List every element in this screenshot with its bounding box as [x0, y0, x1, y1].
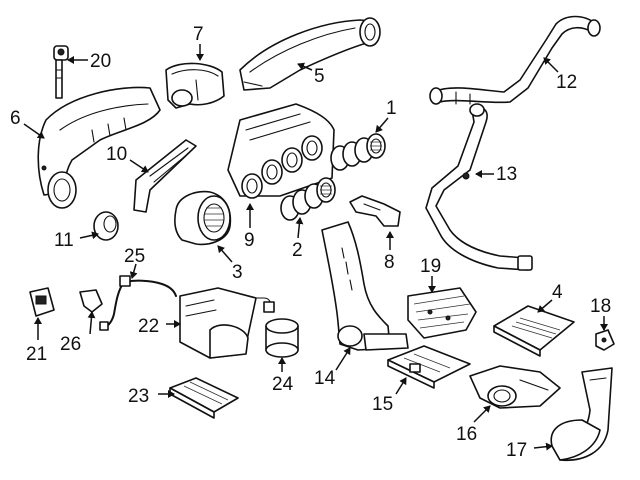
callout-12: 12	[556, 72, 577, 93]
leader-2	[295, 217, 304, 239]
callout-2: 2	[292, 240, 303, 261]
part-19-plate	[407, 287, 477, 339]
callout-20: 20	[90, 51, 111, 72]
part-13-hose	[425, 103, 533, 271]
callout-4: 4	[552, 282, 563, 303]
part-20-sensor	[53, 45, 69, 99]
part-9-vent-housing	[227, 103, 335, 199]
part-16-blower	[469, 365, 561, 409]
callout-15: 15	[372, 394, 393, 415]
leader-6	[23, 123, 45, 139]
part-5-duct	[239, 17, 381, 91]
callout-10: 10	[106, 144, 127, 165]
callout-7: 7	[193, 24, 204, 45]
callout-11: 11	[54, 230, 74, 251]
leader-25	[129, 263, 138, 279]
leader-1	[375, 117, 389, 133]
part-15-tray	[387, 345, 471, 389]
callout-16: 16	[456, 424, 477, 445]
callout-14: 14	[314, 368, 336, 389]
callout-5: 5	[314, 66, 325, 87]
part-21-connector	[29, 287, 55, 317]
callout-23: 23	[128, 386, 149, 407]
callout-18: 18	[590, 296, 611, 317]
callout-leaders	[23, 44, 608, 451]
part-10-bracket	[133, 139, 197, 213]
callout-22: 22	[138, 316, 159, 337]
callout-17: 17	[506, 440, 527, 461]
part-25-harness	[99, 275, 177, 331]
callout-13: 13	[496, 164, 517, 185]
leader-11	[79, 231, 99, 240]
part-7-elbow	[165, 62, 225, 109]
part-6-duct	[37, 86, 161, 209]
part-8-bracket	[349, 195, 401, 227]
part-3-fan	[174, 190, 232, 246]
leader-15	[395, 377, 407, 395]
callout-1: 1	[386, 98, 397, 119]
leader-4	[537, 299, 553, 313]
callout-8: 8	[384, 252, 395, 273]
leader-12	[543, 57, 559, 73]
leader-16	[473, 405, 491, 423]
leader-10	[129, 159, 149, 173]
callout-26: 26	[60, 334, 81, 355]
part-22-heater	[179, 287, 275, 359]
leader-26	[87, 311, 96, 335]
callout-19: 19	[420, 256, 441, 277]
leader-17	[533, 442, 553, 451]
callout-labels: 20 7 5 6 12 1 10 13 11 9 2 8 3 25 19 4 1…	[10, 24, 611, 461]
leader-5	[297, 62, 313, 71]
part-26-clip	[79, 289, 103, 313]
callout-21: 21	[26, 344, 47, 365]
callout-6: 6	[10, 108, 21, 129]
part-12-hose	[429, 15, 601, 105]
callout-3: 3	[232, 262, 243, 283]
leader-14	[335, 347, 351, 371]
leader-3	[217, 245, 233, 263]
callout-9: 9	[244, 230, 255, 251]
part-14-duct	[321, 221, 409, 351]
part-4-panel	[493, 305, 575, 357]
part-1-vent	[330, 133, 386, 171]
part-23-pan	[169, 377, 239, 419]
part-17-duct	[550, 367, 613, 462]
part-2-vent	[280, 177, 336, 221]
part-24-cylinder	[265, 318, 299, 358]
callout-25: 25	[124, 246, 145, 267]
part-18-clip	[595, 329, 615, 351]
callout-24: 24	[272, 374, 294, 395]
part-11-grommet	[93, 211, 119, 241]
